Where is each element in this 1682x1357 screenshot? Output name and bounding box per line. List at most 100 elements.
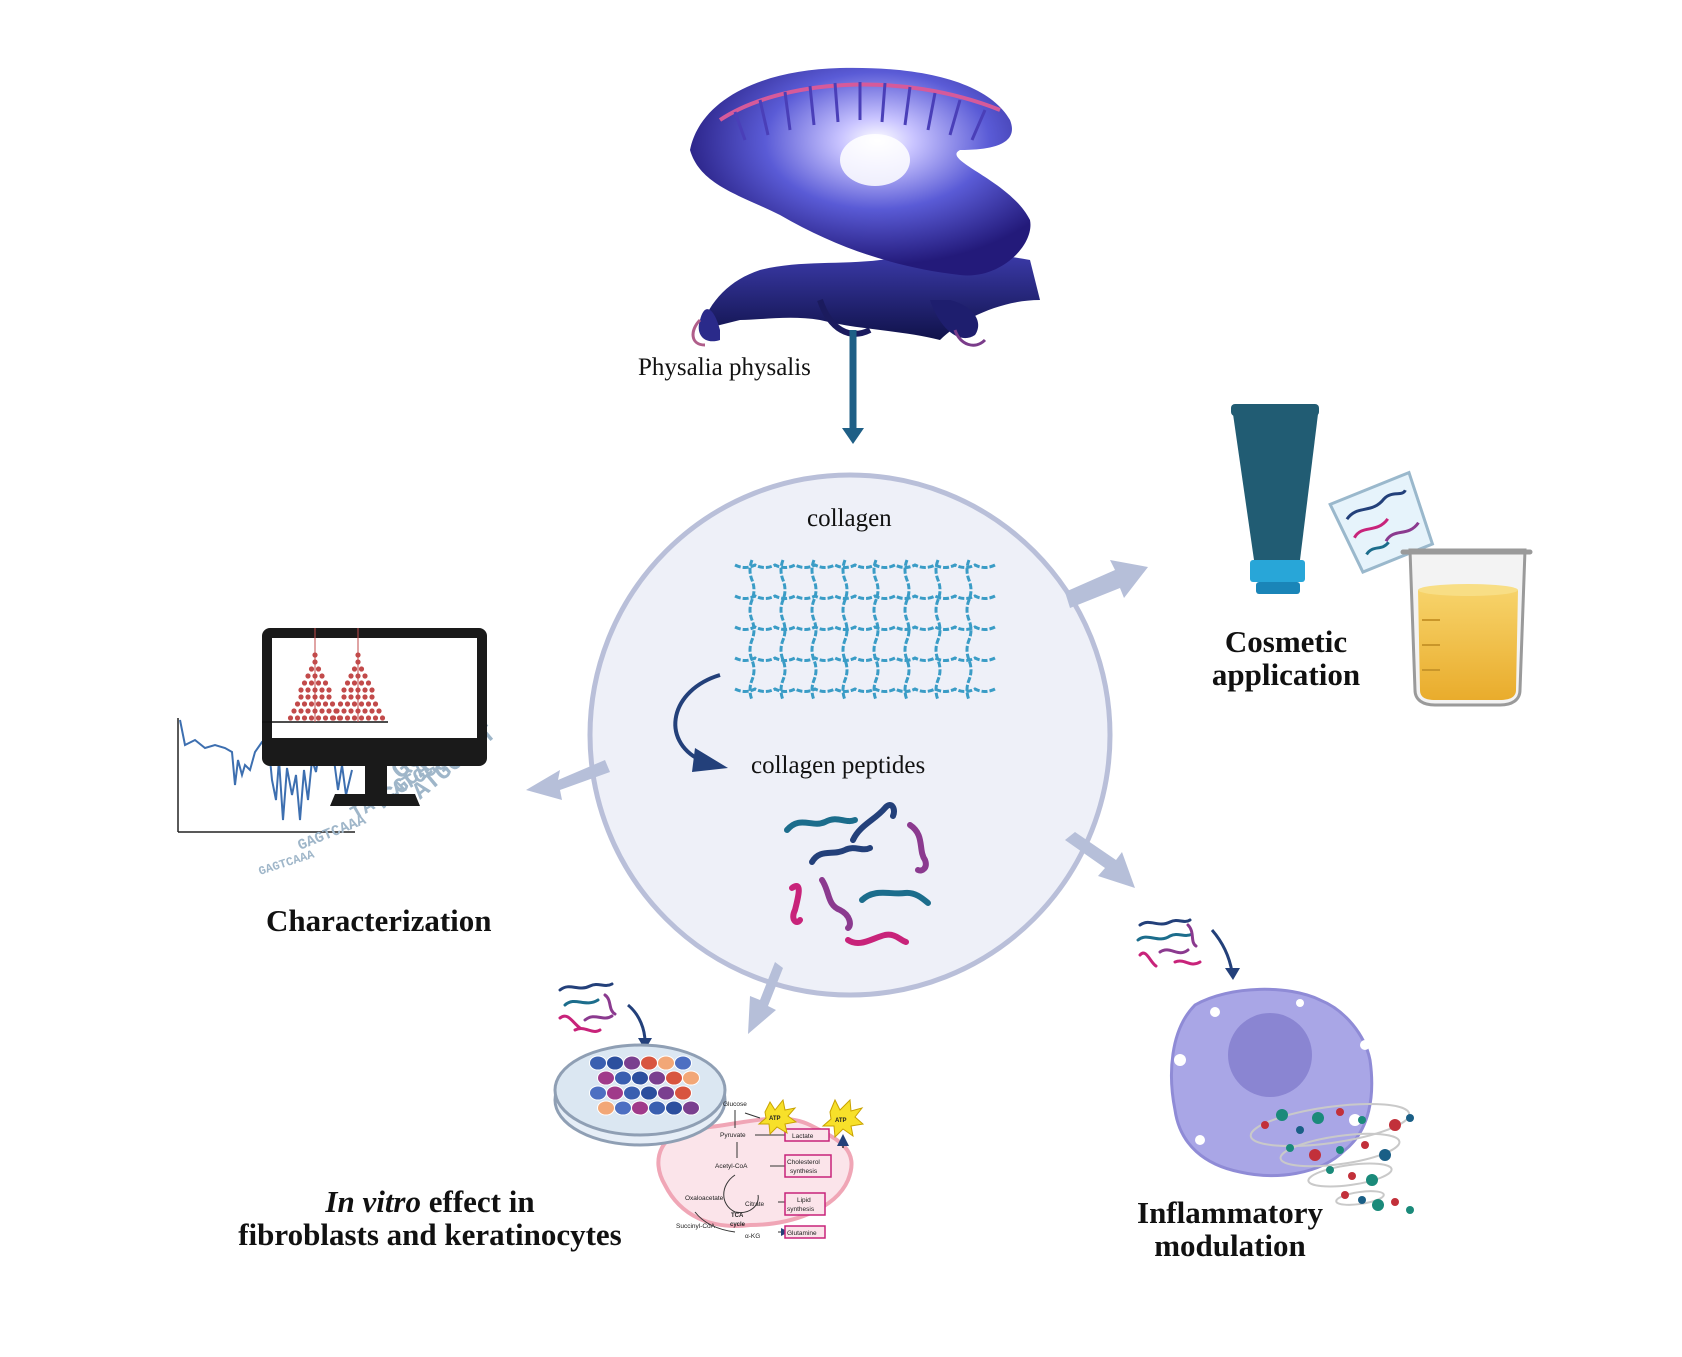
cytokine — [1326, 1166, 1334, 1174]
scatter-point — [337, 701, 344, 707]
cell — [682, 1070, 700, 1086]
scatter-point — [298, 708, 304, 714]
cytokine — [1276, 1109, 1288, 1121]
scatter-point — [369, 687, 375, 693]
scatter-point — [358, 680, 365, 686]
scatter-point — [322, 701, 329, 707]
characterization-illustration: GCGCAT ATGCCAT TCGCAT TATCATGGC GAGTCAAA… — [177, 628, 502, 879]
scatter-point — [351, 715, 358, 721]
cosmetic-illustration — [1231, 404, 1533, 707]
scatter-point — [305, 673, 311, 679]
scatter-point — [319, 673, 325, 679]
scatter-point — [298, 694, 304, 700]
scatter-point — [362, 708, 368, 714]
scatter-point — [369, 694, 375, 700]
scatter-point — [355, 673, 361, 679]
inflammatory-line1: Inflammatory — [1137, 1195, 1323, 1230]
scatter-point — [301, 680, 308, 686]
cytokine — [1336, 1146, 1344, 1154]
svg-text:ATP: ATP — [835, 1118, 847, 1124]
scatter-point — [301, 715, 308, 721]
cell — [665, 1100, 683, 1116]
cleavage-arrow — [673, 673, 721, 762]
scatter-point — [348, 694, 354, 700]
cell — [589, 1085, 607, 1101]
oxaloacetate-label: Oxaloacetate — [685, 1195, 724, 1202]
cytokine — [1358, 1116, 1366, 1124]
scatter-point — [355, 652, 361, 658]
invitro-line1: In vitro effect in — [225, 1185, 635, 1218]
scatter-point — [322, 680, 329, 686]
cell — [597, 1100, 615, 1116]
cell — [674, 1055, 692, 1071]
cholesterol-synthesis-label: synthesis — [790, 1168, 818, 1175]
scatter-point — [312, 708, 318, 714]
scatter-point — [372, 701, 379, 707]
invitro-label: In vitro effect in fibroblasts and kerat… — [225, 1185, 635, 1251]
cholesterol-label: Cholesterol — [787, 1159, 820, 1166]
cell — [657, 1055, 675, 1071]
scatter-point — [365, 680, 372, 686]
scatter-point — [326, 694, 332, 700]
cell — [657, 1085, 675, 1101]
cytokine — [1336, 1108, 1344, 1116]
scatter-point — [344, 715, 351, 721]
scatter-point — [334, 708, 340, 714]
scatter-point — [372, 715, 379, 721]
cytokine — [1309, 1149, 1321, 1161]
cell — [640, 1055, 658, 1071]
tca-label: TCA — [731, 1213, 744, 1219]
lactate-label: Lactate — [792, 1133, 814, 1140]
cell — [597, 1070, 615, 1086]
cytokine — [1391, 1198, 1399, 1206]
cleavage-arrow-head — [692, 748, 728, 772]
scatter-point — [305, 694, 311, 700]
metabolic-pathway: Glucose Pyruvate Acetyl-CoA Oxaloacetate… — [676, 1098, 865, 1240]
lipid-label: Lipid — [797, 1197, 811, 1204]
scatter-point — [312, 673, 318, 679]
succinyl-label: Succinyl-CoA — [676, 1223, 716, 1230]
scatter-point — [312, 652, 318, 658]
scatter-point — [355, 694, 361, 700]
scatter-point — [287, 715, 294, 721]
scatter-point — [308, 701, 315, 707]
cytokine — [1406, 1206, 1414, 1214]
scatter-point — [341, 694, 347, 700]
cosmetic-application-label: Cosmetic application — [1196, 625, 1376, 691]
scatter-point — [298, 687, 304, 693]
lipid-synthesis-label: synthesis — [787, 1206, 815, 1213]
cytokine — [1348, 1172, 1356, 1180]
cell — [614, 1100, 632, 1116]
scatter-point — [344, 680, 351, 686]
glucose-label: Glucose — [723, 1101, 747, 1108]
cell — [606, 1055, 624, 1071]
collagen-label: collagen — [807, 505, 892, 532]
scatter-point — [315, 666, 322, 672]
scatter-point — [308, 666, 315, 672]
scatter-point — [312, 659, 318, 665]
cell — [682, 1100, 700, 1116]
scatter-point — [308, 680, 315, 686]
scatter-point — [355, 659, 361, 665]
cytokine-particles — [1261, 1108, 1414, 1214]
cell — [674, 1085, 692, 1101]
invitro-italic: In vitro — [325, 1184, 421, 1219]
characterization-label: Characterization — [266, 903, 492, 938]
scatter-point — [341, 708, 347, 714]
cytokine — [1341, 1191, 1349, 1199]
scatter-point — [308, 715, 315, 721]
cell — [631, 1070, 649, 1086]
svg-text:ATP: ATP — [769, 1116, 781, 1122]
pyruvate-label: Pyruvate — [720, 1132, 746, 1139]
cultured-cells — [589, 1055, 700, 1116]
scatter-point — [362, 694, 368, 700]
akg-label: α-KG — [745, 1233, 760, 1240]
scatter-point — [301, 701, 308, 707]
scatter-point — [312, 687, 318, 693]
scatter-point — [326, 687, 332, 693]
cytokine — [1372, 1199, 1384, 1211]
scatter-point — [351, 666, 358, 672]
scatter-point — [305, 708, 311, 714]
cell — [623, 1085, 641, 1101]
